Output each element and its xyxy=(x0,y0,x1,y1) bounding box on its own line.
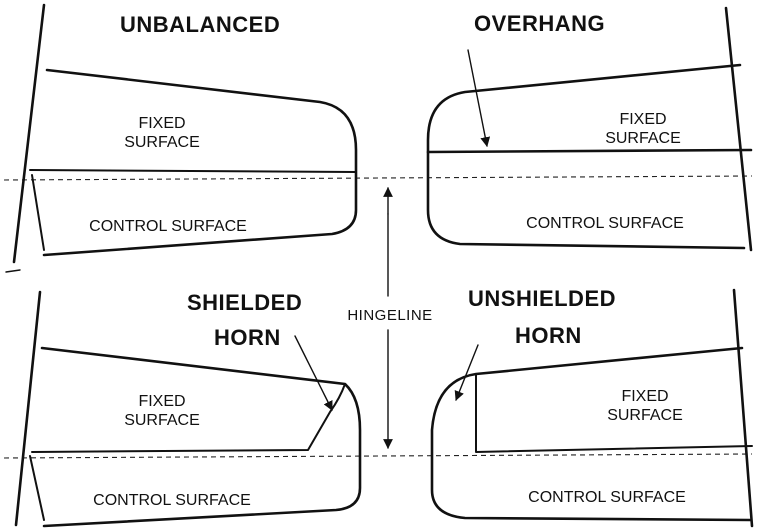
unbalanced-fixed-label-1: FIXED xyxy=(138,115,185,132)
shielded-fixed-label-2: SURFACE xyxy=(124,412,200,429)
unshielded-title-2: HORN xyxy=(515,323,582,348)
unshielded-title-1: UNSHIELDED xyxy=(468,286,616,311)
shielded-title-2: HORN xyxy=(214,325,281,350)
unbalanced-hinge-edge xyxy=(29,169,357,173)
shielded-pointer-arrow xyxy=(294,335,333,411)
hingeline-label: HINGELINE xyxy=(347,307,432,324)
overhang-title: OVERHANG xyxy=(474,11,605,36)
unshielded-control-label: CONTROL SURFACE xyxy=(528,489,686,506)
shielded-outline xyxy=(40,346,362,528)
stray-mark xyxy=(5,269,21,273)
overhang-hinge-edge xyxy=(426,148,753,154)
shielded-horn-panel: SHIELDED HORN FIXED SURFACE CONTROL SURF… xyxy=(14,290,362,528)
overhang-pointer-arrow xyxy=(467,49,491,147)
shielded-horn-edge xyxy=(31,383,346,453)
unshielded-fixed-label-2: SURFACE xyxy=(607,407,683,424)
lower-hingeline xyxy=(3,453,753,459)
hingeline-indicator: HINGELINE xyxy=(347,187,432,449)
shielded-fixed-label-1: FIXED xyxy=(138,393,185,410)
unshielded-outline xyxy=(430,346,752,522)
overhang-outline xyxy=(426,63,746,250)
unshielded-horn-edge xyxy=(475,373,753,453)
shielded-title-1: SHIELDED xyxy=(187,290,302,315)
unbalanced-control-label: CONTROL SURFACE xyxy=(89,218,247,235)
overhang-fixed-label-1: FIXED xyxy=(619,111,666,128)
shielded-root-notch xyxy=(29,455,45,521)
overhang-panel: OVERHANG FIXED SURFACE CONTROL SURFACE xyxy=(426,6,753,252)
unbalanced-outline xyxy=(42,68,358,257)
unbalanced-title: UNBALANCED xyxy=(120,12,280,37)
unbalanced-fixed-label-2: SURFACE xyxy=(124,134,200,151)
overhang-tip-line xyxy=(724,6,753,252)
unshielded-horn-panel: UNSHIELDED HORN FIXED SURFACE CONTROL SU… xyxy=(430,286,754,528)
shielded-root-line xyxy=(14,290,42,527)
unbalanced-root-line xyxy=(12,3,46,264)
upper-hingeline xyxy=(3,175,753,181)
unshielded-fixed-label-1: FIXED xyxy=(621,388,668,405)
shielded-control-label: CONTROL SURFACE xyxy=(93,492,251,509)
unbalanced-root-notch xyxy=(31,174,45,251)
unbalanced-panel: UNBALANCED FIXED SURFACE CONTROL SURFACE xyxy=(12,3,358,264)
unshielded-pointer-arrow xyxy=(454,344,479,401)
unshielded-tip-line xyxy=(732,288,754,528)
overhang-control-label: CONTROL SURFACE xyxy=(526,215,684,232)
overhang-fixed-label-2: SURFACE xyxy=(605,130,681,147)
